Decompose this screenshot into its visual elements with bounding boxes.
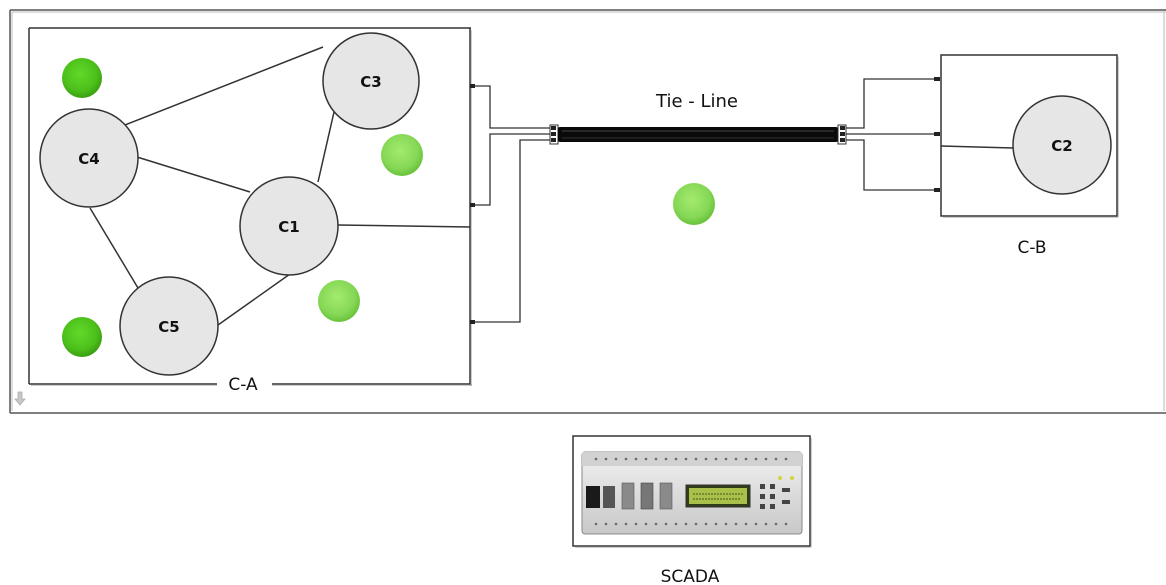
cluster-c5[interactable]: C5 xyxy=(119,276,219,376)
cluster-c3[interactable]: C3 xyxy=(322,32,420,130)
status-lamp-light xyxy=(381,134,423,176)
cluster-c1-label: C1 xyxy=(278,218,299,236)
resize-arrow-icon[interactable] xyxy=(14,391,26,406)
input-ports-b[interactable] xyxy=(934,77,940,192)
cluster-c4[interactable]: C4 xyxy=(39,108,139,208)
output-ports-a[interactable] xyxy=(470,84,475,324)
status-lamp-light xyxy=(318,280,360,322)
scada-device[interactable] xyxy=(572,435,812,548)
cluster-c5-label: C5 xyxy=(158,318,179,336)
tie-line-label: Tie - Line xyxy=(655,91,738,112)
cluster-c2-label: C2 xyxy=(1051,137,1072,155)
subsystem-frame xyxy=(9,9,1166,414)
port-wires-b xyxy=(846,78,936,191)
status-lamp-light xyxy=(673,183,715,225)
cluster-links xyxy=(89,46,471,326)
cluster-c2[interactable]: C2 xyxy=(1012,95,1112,195)
status-lamp-dark xyxy=(62,317,102,357)
cluster-c3-label: C3 xyxy=(360,73,381,91)
tie-line-block[interactable] xyxy=(549,124,847,145)
status-lamp-dark xyxy=(62,58,102,98)
cluster-c1[interactable]: C1 xyxy=(239,176,339,276)
area-b-label: C-B xyxy=(1017,238,1046,258)
port-wires-a xyxy=(474,85,551,323)
scada-label: SCADA xyxy=(661,567,720,585)
cluster-c4-label: C4 xyxy=(78,150,99,168)
area-a-label: C-A xyxy=(228,375,258,395)
